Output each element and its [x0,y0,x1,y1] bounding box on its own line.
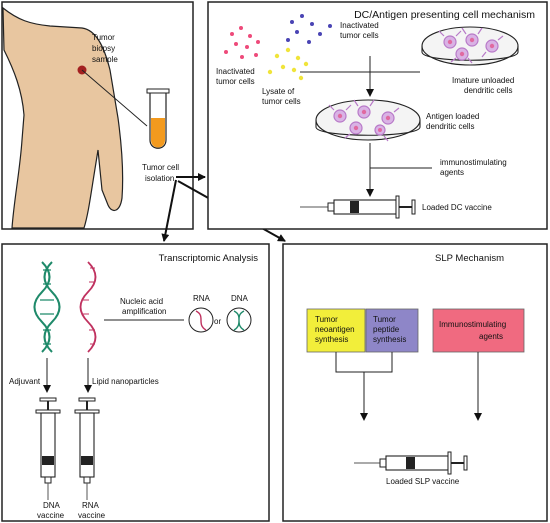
immature-label-1: Imature unloaded [452,76,514,85]
dna-vaccine-label-1: DNA [43,501,61,510]
inactivated-cells-pink [224,26,260,59]
dna-vaccine-label-2: vaccine [37,511,65,520]
inactivated-top-2: tumor cells [340,31,379,40]
pep-label-3: synthesis [373,335,406,344]
isolation-label-1: Tumor cell [142,163,179,172]
inactivated-left-2: tumor cells [216,77,255,86]
biopsy-label-1: Tumor [92,33,115,42]
neo-label-2: neoantigen [315,325,355,334]
dish-immature [421,26,519,66]
transcriptomic-panel: Transcriptomic Analysis Nucleic acid amp… [1,243,270,522]
rna-label: RNA [193,294,211,303]
inactivated-top-1: Inactivated [340,21,379,30]
transcriptomic-title: Transcriptomic Analysis [159,253,259,264]
pep-label-1: Tumor [373,315,396,324]
pep-label-2: peptide [373,325,400,334]
dc-syringe [300,195,416,219]
body-silhouette [2,6,124,229]
biopsy-label-3: sample [92,55,118,64]
dish-antigen-loaded [315,99,421,142]
slp-panel: SLP Mechanism Tumor neoantigen synthesis… [282,243,548,522]
lysate-label-2: tumor cells [262,97,301,106]
dna-helix [33,261,61,353]
dc-vaccine-label: Loaded DC vaccine [422,203,492,212]
lysate-dots [267,47,309,81]
slp-immuno-label-2: agents [479,332,503,341]
lysate-label-1: Lysate of [262,87,295,96]
adjuvant-label: Adjuvant [9,377,41,386]
peptide-box [365,308,419,353]
immature-label-2: dendritic cells [464,86,512,95]
neo-label-1: Tumor [315,315,338,324]
biopsy-label-2: biopsy [92,44,115,53]
test-tube [146,88,170,149]
dc-panel: DC/Antigen presenting cell mechanism Ina… [207,1,548,230]
dc-agents-label: agents [440,168,464,177]
rna-vaccine-label-1: RNA [82,501,100,510]
antigen-label-2: dendritic cells [426,122,474,131]
dna-syringe [35,397,61,500]
dc-panel-title: DC/Antigen presenting cell mechanism [354,9,535,21]
inactivated-cells-blue [286,14,332,44]
lipid-label: Lipid nanoparticles [92,377,159,386]
or-label: or [214,317,221,326]
nucleic-label-2: amplification [122,307,166,316]
slp-vaccine-label: Loaded SLP vaccine [386,477,460,486]
dc-immuno-label: immunostimulating [440,158,507,167]
inactivated-left-1: Inactivated [216,67,255,76]
neo-label-3: synthesis [315,335,348,344]
dna-label: DNA [231,294,249,303]
isolation-label-2: isolation [145,174,174,183]
patient-panel: Tumor biopsy sample Tumor cell isolation [1,1,194,230]
slp-immuno-label-1: Immunostimulating [439,320,506,329]
neoantigen-box [306,308,366,353]
nucleic-label-1: Nucleic acid [120,297,163,306]
immuno-box [432,308,525,353]
slp-title: SLP Mechanism [435,253,504,264]
rna-vaccine-label-2: vaccine [78,511,106,520]
antigen-label-1: Antigen loaded [426,112,479,121]
slp-syringe [354,451,468,475]
rna-helix [79,261,97,353]
rna-syringe [74,397,100,500]
